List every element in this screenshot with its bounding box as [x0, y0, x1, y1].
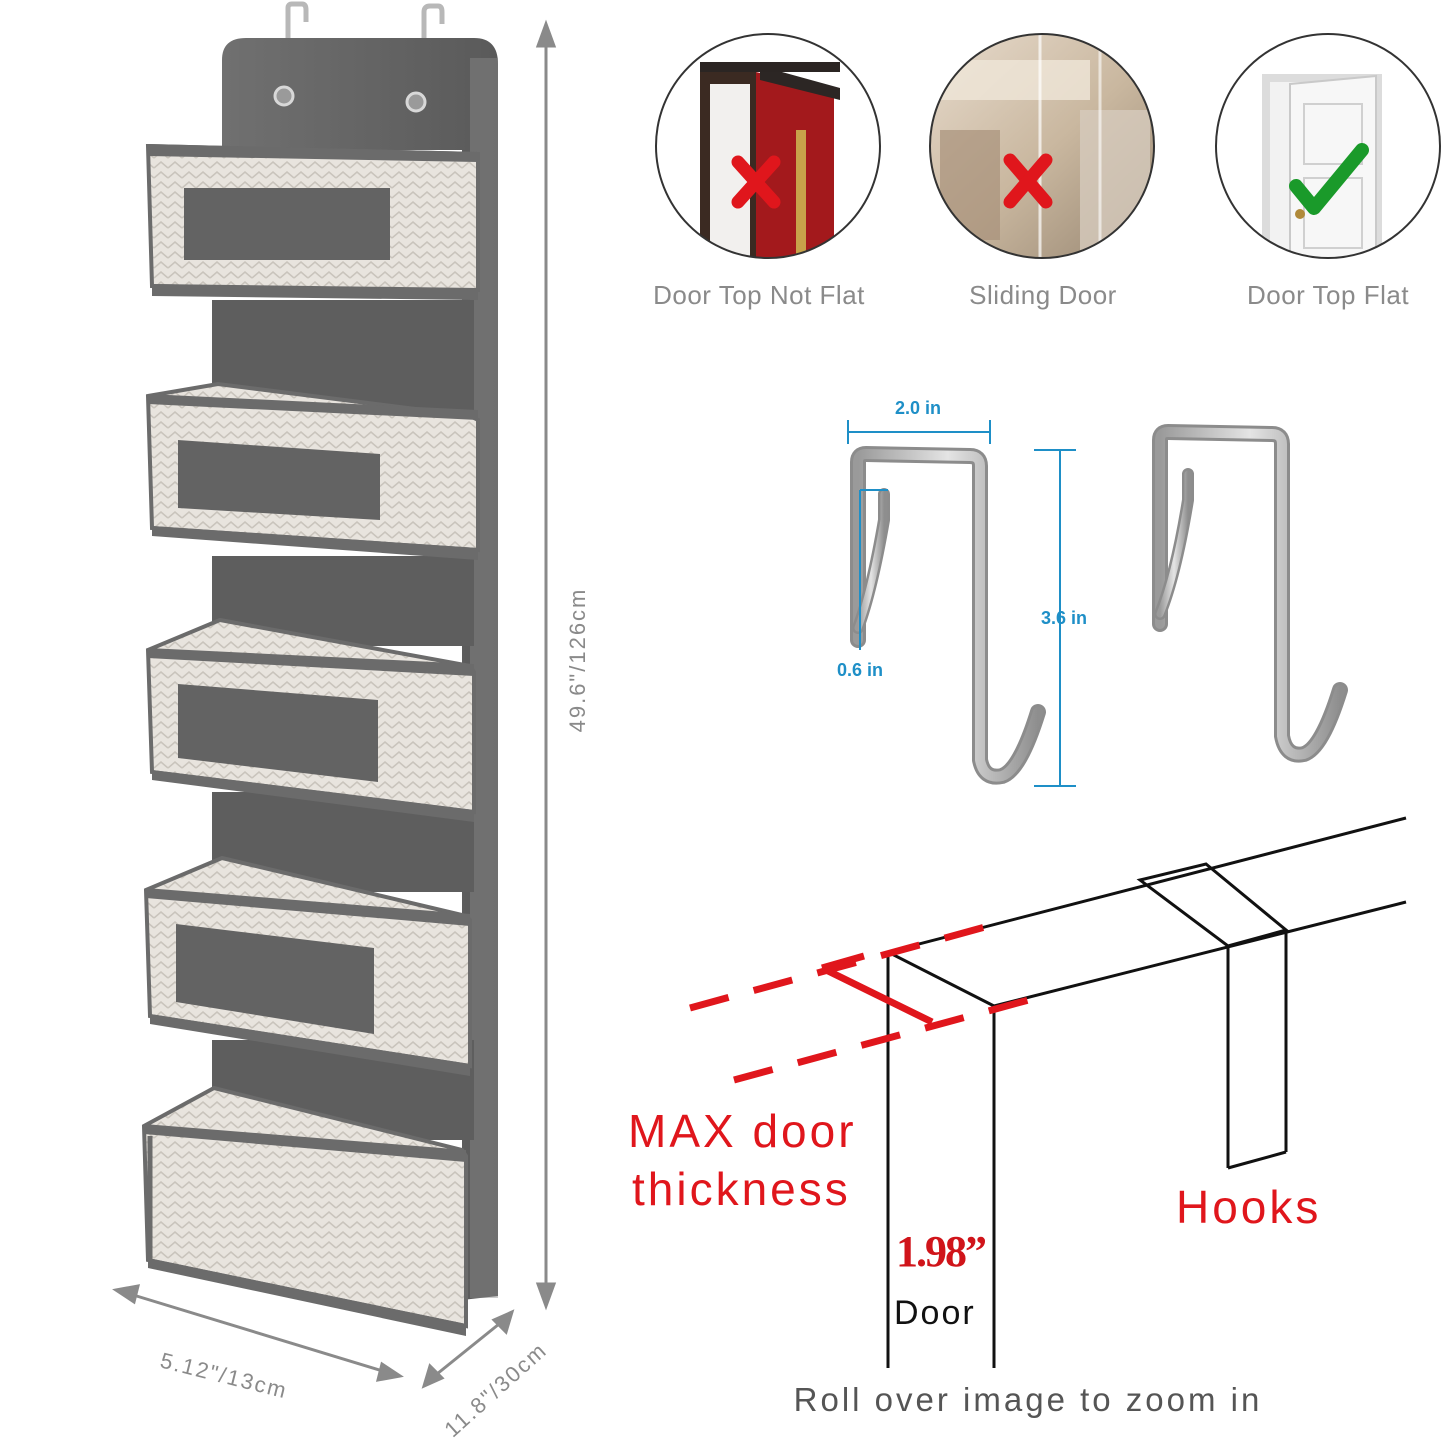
door-hook-left: [285, 1, 309, 62]
hook-height-dimension: [1034, 449, 1076, 787]
door-top-not-flat-illustration: [656, 34, 880, 258]
pocket-3: [145, 617, 476, 822]
hook-width-label: 2.0 in: [894, 398, 942, 418]
thickness-value: 1.98”: [896, 1227, 987, 1276]
hook-1: [850, 446, 1046, 785]
check-mark-icon: [1289, 143, 1369, 215]
door-type-label-not-flat: Door Top Not Flat: [653, 280, 865, 310]
max-thickness-guide-lines: [689, 920, 1037, 1084]
door-top-flat-illustration: [1216, 34, 1440, 258]
door-label: Door: [894, 1294, 976, 1332]
hooks-label: Hooks: [1176, 1181, 1322, 1233]
zoom-hint: Roll over image to zoom in: [793, 1381, 1263, 1418]
hook-gap-label: 0.6 in: [836, 660, 884, 680]
door-type-label-flat: Door Top Flat: [1246, 280, 1410, 310]
pocket-2: [145, 381, 480, 560]
door-hook-right: [421, 3, 445, 62]
max-thickness-line2: thickness: [632, 1163, 851, 1215]
hook-2: [1152, 424, 1348, 763]
hook-width-dimension: [847, 420, 991, 444]
pocket-5: [141, 1085, 468, 1336]
hook-strap-outline: [1136, 862, 1290, 1170]
pocket-1: [145, 143, 480, 300]
max-thickness-line1: MAX door: [628, 1105, 857, 1157]
hook-height-label: 3.6 in: [1040, 608, 1088, 628]
height-dimension-arrow: [535, 19, 557, 1311]
width-dimension-arrow: [112, 1284, 404, 1382]
hook-gap-dimension: [859, 489, 888, 650]
door-type-label-sliding: Sliding Door: [969, 280, 1117, 310]
door-outline: [886, 816, 1407, 1368]
x-mark-icon: [1003, 153, 1053, 209]
depth-dimension-arrow: [421, 1309, 515, 1389]
x-mark-icon: [731, 155, 781, 209]
pocket-4: [143, 855, 472, 1076]
